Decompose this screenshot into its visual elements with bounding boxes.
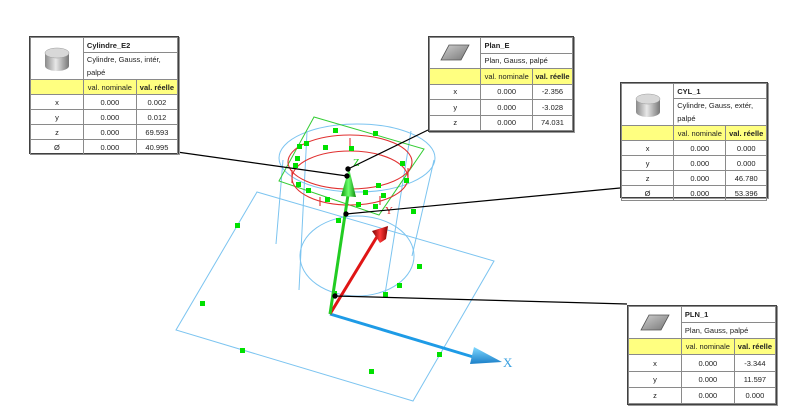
- plane-pln1: [175, 191, 495, 402]
- cylinder-cyl1: [275, 123, 436, 297]
- col-nominal: val. nominale: [480, 68, 533, 85]
- feature-name: CYL_1: [673, 83, 767, 99]
- feature-type: Plan, Gauss, palpé: [680, 322, 777, 340]
- axis-y-label: Y: [385, 205, 393, 217]
- col-actual: val. réelle: [531, 68, 574, 85]
- cylinder-icon: [620, 83, 675, 126]
- col-actual: val. réelle: [135, 79, 179, 95]
- plane-plan-e: [278, 116, 425, 216]
- feature-name: Cylindre_E2: [82, 37, 179, 53]
- col-nominal: val. nominale: [673, 125, 727, 141]
- feature-type: Cylindre, Gauss, extér, palpé: [673, 98, 767, 126]
- axis-y: Y: [328, 205, 393, 315]
- col-actual: val. réelle: [725, 125, 767, 141]
- feature-type: Cylindre, Gauss, intér, palpé: [82, 52, 179, 80]
- leader-lines: [176, 129, 628, 305]
- cylinder-icon: [30, 37, 84, 80]
- callout-cylindre-e2[interactable]: Cylindre_E2 Cylindre, Gauss, intér, palp…: [29, 36, 179, 155]
- feature-name: PLN_1: [680, 305, 777, 324]
- col-nominal: val. nominale: [680, 338, 735, 356]
- plane-icon: [628, 305, 682, 340]
- axis-x: X: [329, 312, 513, 370]
- plane-icon: [428, 37, 482, 69]
- probe-points: [200, 128, 442, 374]
- feature-name: Plan_E: [480, 37, 573, 54]
- feature-type: Plan, Gauss, palpé: [480, 52, 573, 69]
- axis-z-label: Z: [353, 157, 360, 169]
- col-nominal: val. nominale: [82, 79, 137, 95]
- attachment-points: [332, 166, 351, 299]
- callout-cyl-1[interactable]: CYL_1 Cylindre, Gauss, extér, palpé val.…: [620, 82, 768, 201]
- axis-x-label: X: [503, 355, 513, 370]
- col-actual: val. réelle: [733, 338, 777, 356]
